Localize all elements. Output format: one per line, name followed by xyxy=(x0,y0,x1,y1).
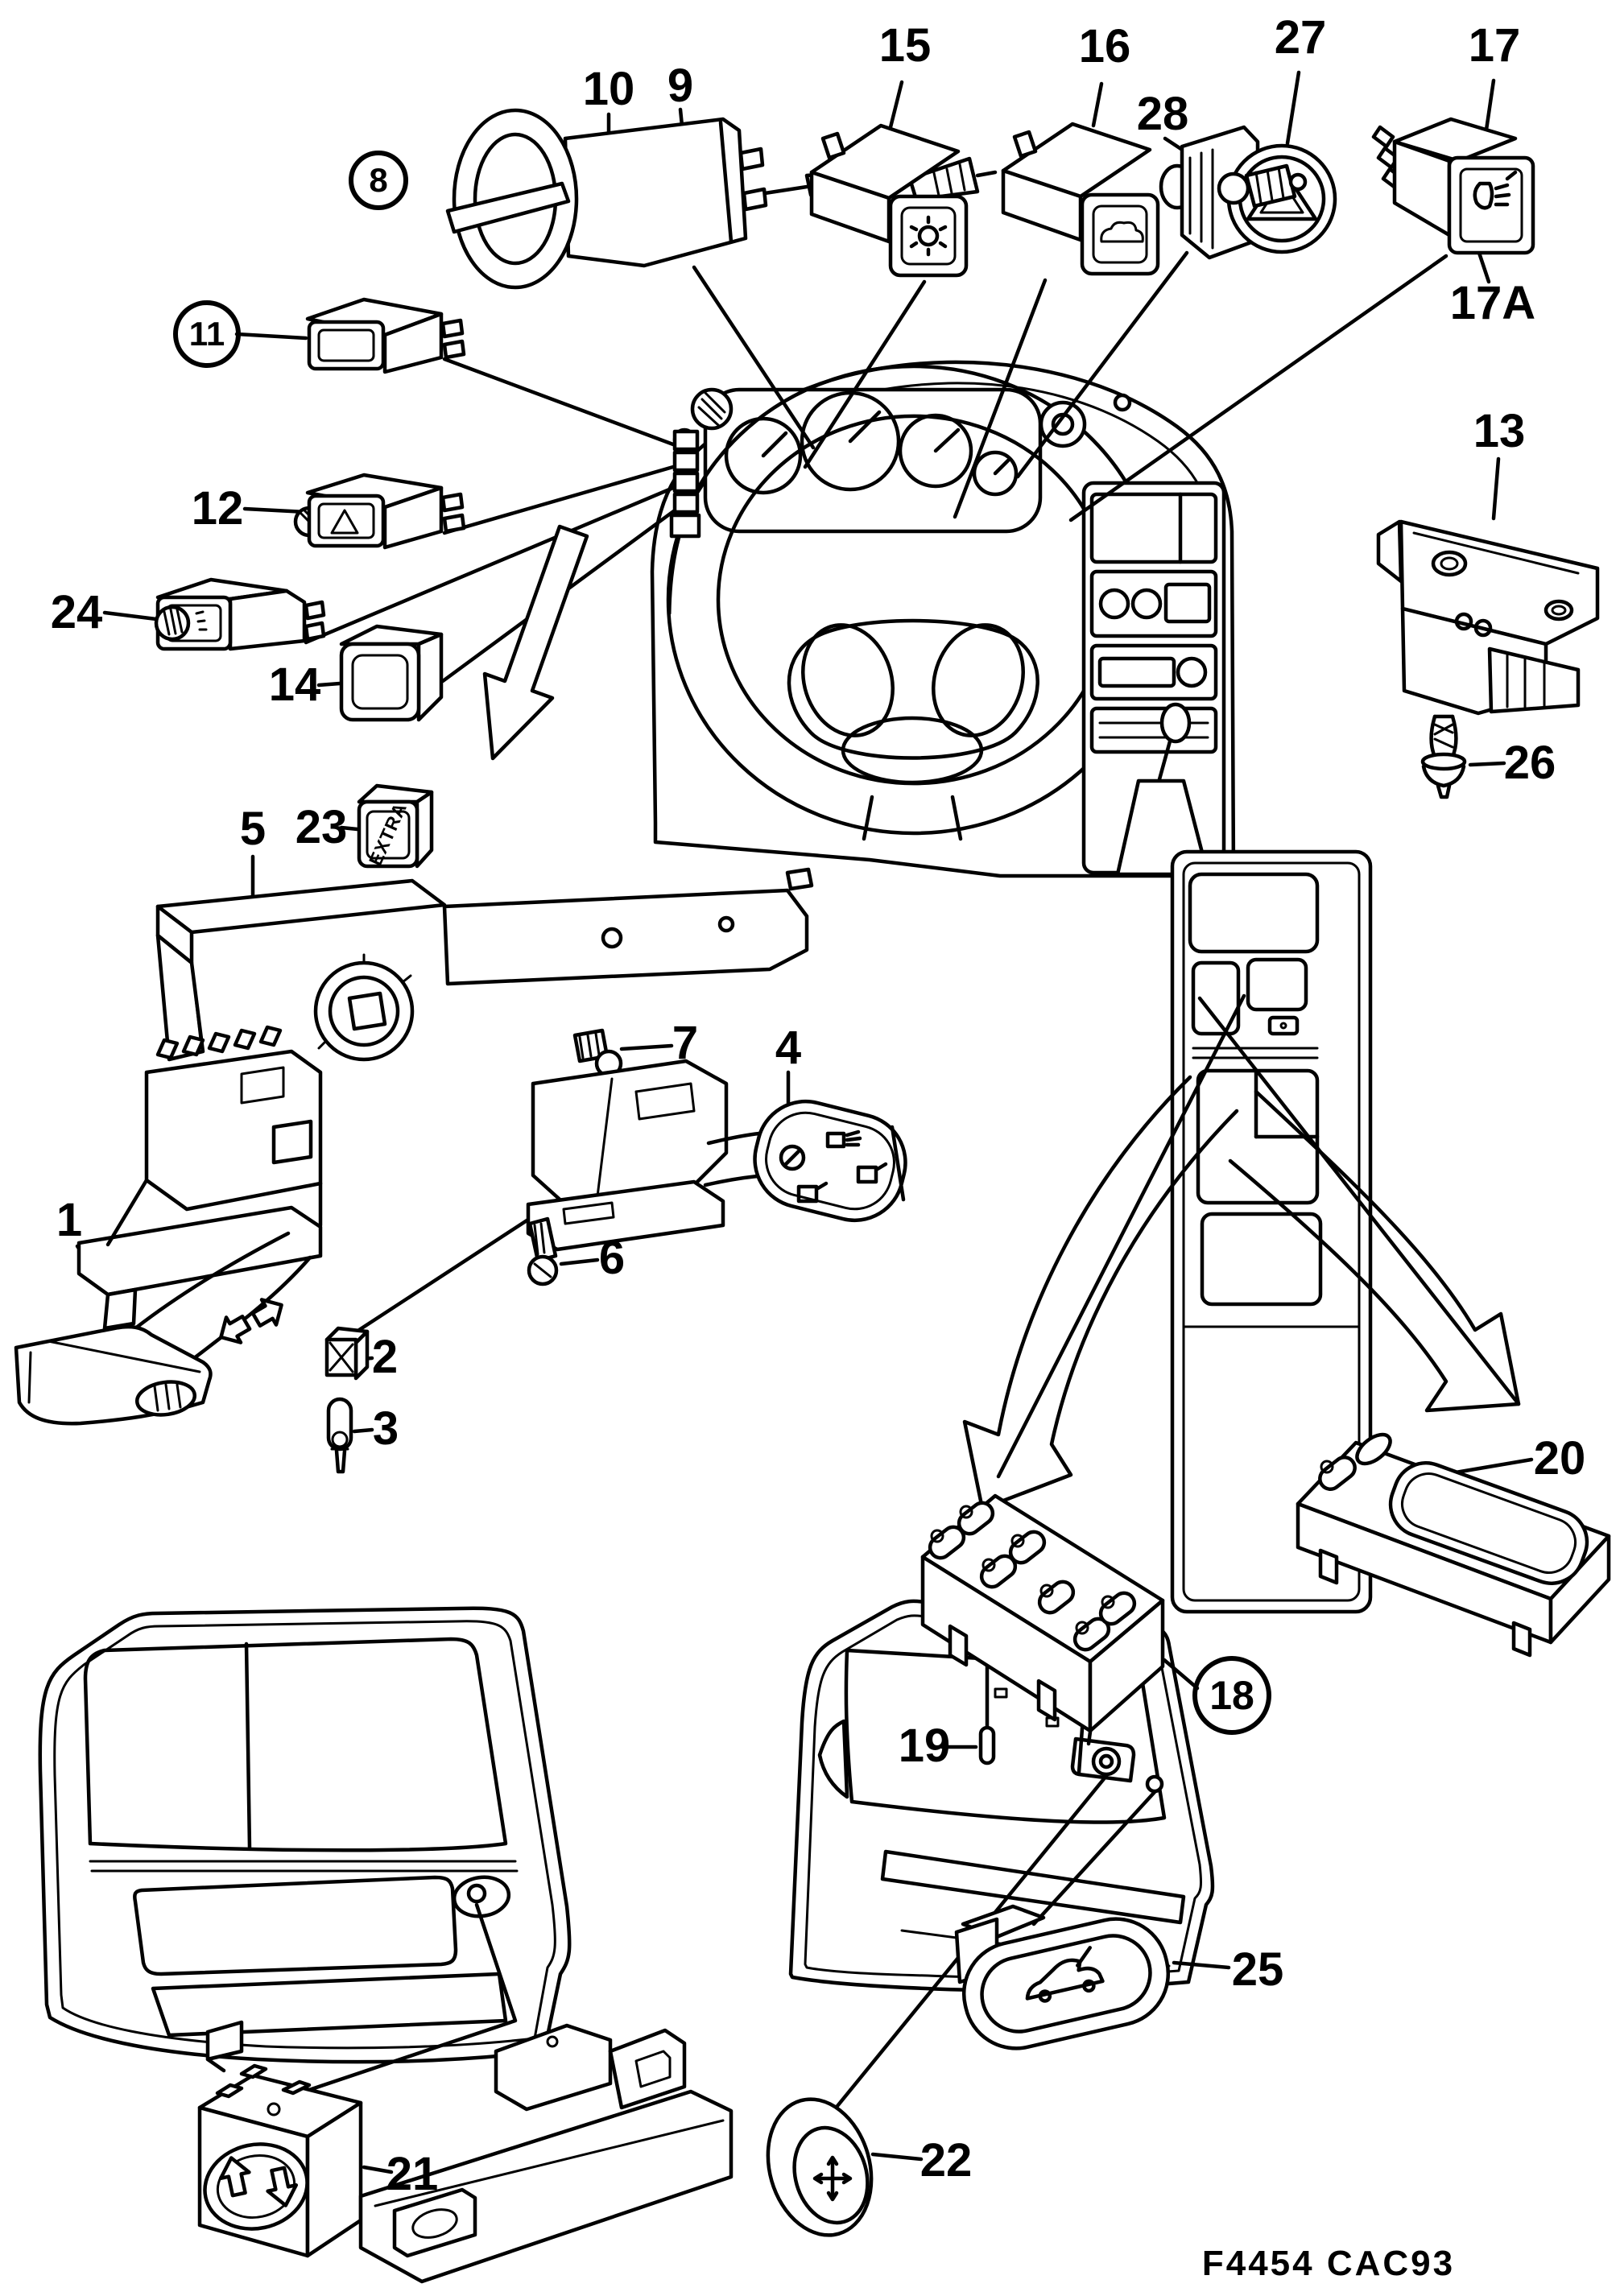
rear-door-drawing xyxy=(38,1606,572,2064)
callout-25: 25 xyxy=(1231,1943,1284,1996)
part-28-bulb xyxy=(1217,163,1308,209)
window-rocker-switches xyxy=(928,1501,1137,1652)
part-5-column-bracket xyxy=(155,867,814,1062)
part-16-switch xyxy=(1001,122,1160,276)
callout-18: 18 xyxy=(1192,1656,1271,1735)
mounting-arrows xyxy=(482,524,1521,1511)
window-up-down-arrows-icon xyxy=(218,2156,299,2207)
callout-24: 24 xyxy=(50,586,103,638)
interior-light-icon xyxy=(909,215,948,257)
figure-code: F4454 CAC93 xyxy=(1201,2244,1456,2283)
part-18-window-switch-panel xyxy=(920,1493,1165,1733)
part-26-clip xyxy=(1420,714,1467,799)
part-9-bulb xyxy=(907,156,998,202)
part-8-knob-switch xyxy=(445,108,998,290)
callout-16: 16 xyxy=(1078,20,1131,72)
callout-26: 26 xyxy=(1503,737,1556,789)
callout-7: 7 xyxy=(672,1017,699,1069)
callout-12: 12 xyxy=(191,482,244,535)
dashboard-drawing xyxy=(650,360,1236,878)
part-23-extra-switch xyxy=(357,783,434,869)
callout-8: 8 xyxy=(349,151,408,210)
callout-10: 10 xyxy=(582,63,635,115)
part-22-mirror-switch xyxy=(358,2023,874,2284)
fan-triangle-icon xyxy=(330,509,359,535)
callout-19: 19 xyxy=(898,1720,951,1772)
part-25-trunk-switch xyxy=(954,1904,1171,2050)
callout-13: 13 xyxy=(1473,405,1526,457)
callout-15: 15 xyxy=(878,19,932,72)
part-3-bulb xyxy=(326,1397,353,1474)
part-1-turn-signal-stalk xyxy=(14,1231,312,1426)
callout-14: 14 xyxy=(268,659,321,711)
part-11-switch xyxy=(305,297,466,374)
trunk-release-car-icon xyxy=(1025,1946,1105,2003)
callout-3: 3 xyxy=(372,1402,399,1455)
callout-2: 2 xyxy=(371,1331,399,1383)
callout-4: 4 xyxy=(775,1022,802,1074)
part-12-switch xyxy=(293,473,466,550)
part-15-switch xyxy=(809,123,969,278)
part-4-wiper-switch xyxy=(526,1059,907,1252)
mirror-adjust-cross-icon xyxy=(812,2155,853,2202)
recirculation-cloud-icon xyxy=(1100,221,1144,243)
dash-switch-stack xyxy=(669,429,701,539)
callout-20: 20 xyxy=(1533,1432,1586,1485)
panel-dimmer-wheel-icon xyxy=(154,605,208,642)
callout-5: 5 xyxy=(239,803,267,855)
turn-signal-arrows-icon xyxy=(219,1298,283,1344)
part-24-dimmer-switch xyxy=(154,577,326,651)
column-switch-body xyxy=(76,1025,323,1331)
center-stack xyxy=(1081,481,1226,877)
callout-9: 9 xyxy=(667,60,694,112)
callout-11: 11 xyxy=(173,300,241,368)
part-7-screw xyxy=(572,1028,623,1078)
part-17-switch xyxy=(1371,117,1535,255)
callout-1: 1 xyxy=(56,1194,83,1246)
callout-28: 28 xyxy=(1136,88,1189,140)
part-21-window-switch xyxy=(197,2020,363,2258)
part-13-switch-bracket xyxy=(1376,519,1600,716)
callout-21: 21 xyxy=(386,2148,439,2200)
part-6-screw xyxy=(527,1216,559,1286)
part-20-window-switch-panel xyxy=(1296,1432,1611,1658)
part-2-connector xyxy=(324,1326,370,1381)
dash-arrow xyxy=(482,524,589,761)
part-14-blank-switch xyxy=(339,624,444,722)
fog-light-icon xyxy=(1473,170,1518,210)
callout-17: 17 xyxy=(1468,19,1521,72)
callout-27: 27 xyxy=(1274,11,1327,64)
callout-17a: 17A xyxy=(1449,277,1536,329)
callout-6: 6 xyxy=(598,1232,626,1284)
callout-23: 23 xyxy=(295,801,348,853)
phone-icon xyxy=(1267,1015,1300,1036)
callout-22: 22 xyxy=(920,2134,973,2187)
console-right-arrow xyxy=(1228,1089,1521,1413)
wiper-washer-icons xyxy=(779,1125,906,1204)
part-19-bulb xyxy=(978,1725,996,1765)
